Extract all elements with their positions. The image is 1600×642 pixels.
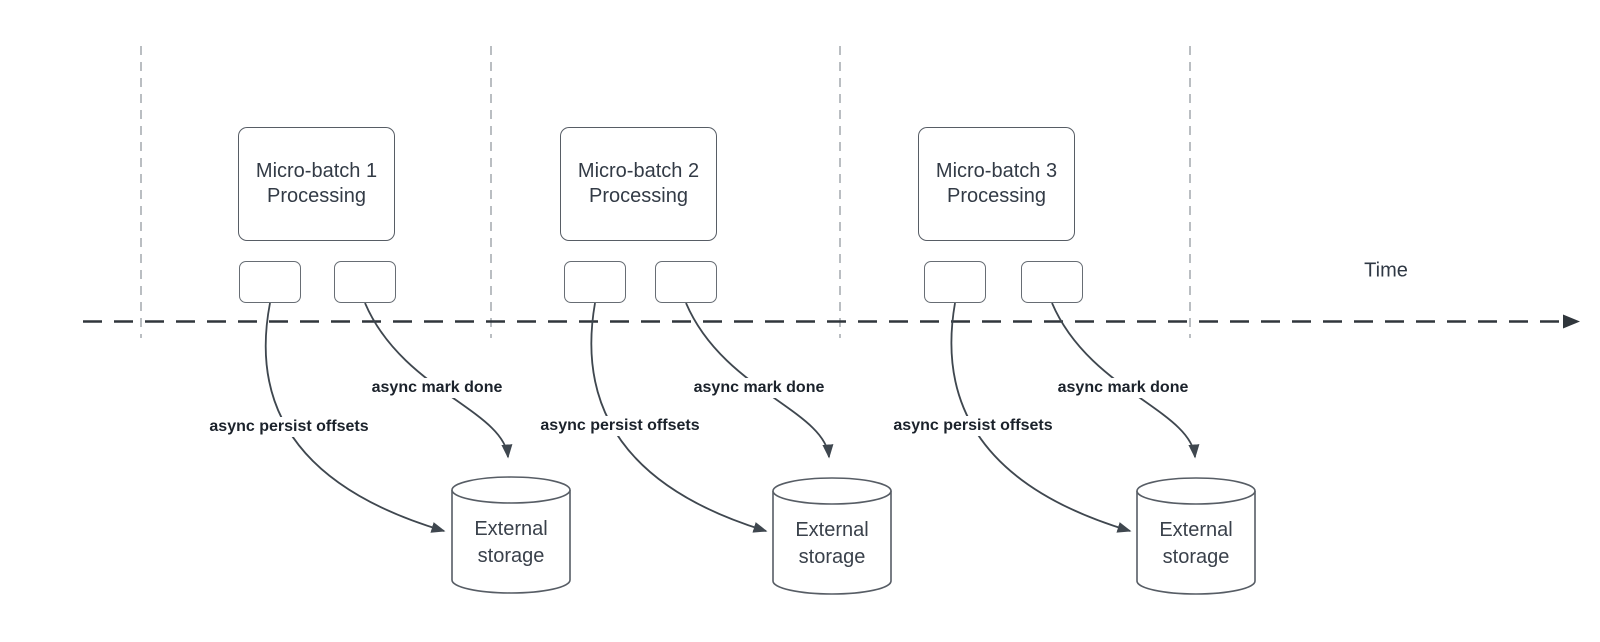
mark-done-label-3: async mark done (1054, 378, 1192, 398)
time-axis-arrowhead-icon (1563, 314, 1580, 329)
persist-offsets-arrow-3 (950, 302, 1132, 533)
persist-offsets-arrow-1 (264, 302, 446, 533)
persist-offsets-label-2: async persist offsets (537, 416, 703, 436)
micro-batch-box-2-label: Micro-batch 2 Processing (577, 160, 700, 207)
persist-offsets-label-1: async persist offsets (206, 417, 372, 437)
micro-batch-box-1-label: Micro-batch 1 Processing (255, 160, 378, 207)
storage-cylinder-3-top (1136, 477, 1256, 505)
mark-done-label-2: async mark done (690, 378, 828, 398)
storage-cylinder-1-body (451, 490, 571, 594)
micro-batch-box-3: Micro-batch 3 Processing (918, 127, 1075, 241)
persist-task-box-3 (924, 261, 986, 303)
done-task-box-3 (1021, 261, 1083, 303)
storage-cylinder-2-top (772, 477, 892, 505)
time-axis-label: Time (1364, 259, 1408, 282)
storage-cylinder-3-body (1136, 491, 1256, 595)
micro-batch-box-2: Micro-batch 2 Processing (560, 127, 717, 241)
done-task-box-2 (655, 261, 717, 303)
micro-batch-box-3-label: Micro-batch 3 Processing (935, 160, 1058, 207)
storage-cylinder-2-body (772, 491, 892, 595)
storage-cylinder-1-top (451, 476, 571, 504)
mark-done-label-1: async mark done (368, 378, 506, 398)
micro-batch-box-1: Micro-batch 1 Processing (238, 127, 395, 241)
persist-task-box-2 (564, 261, 626, 303)
persist-offsets-arrow-2 (590, 302, 768, 533)
persist-task-box-1 (239, 261, 301, 303)
persist-offsets-label-3: async persist offsets (890, 416, 1056, 436)
done-task-box-1 (334, 261, 396, 303)
